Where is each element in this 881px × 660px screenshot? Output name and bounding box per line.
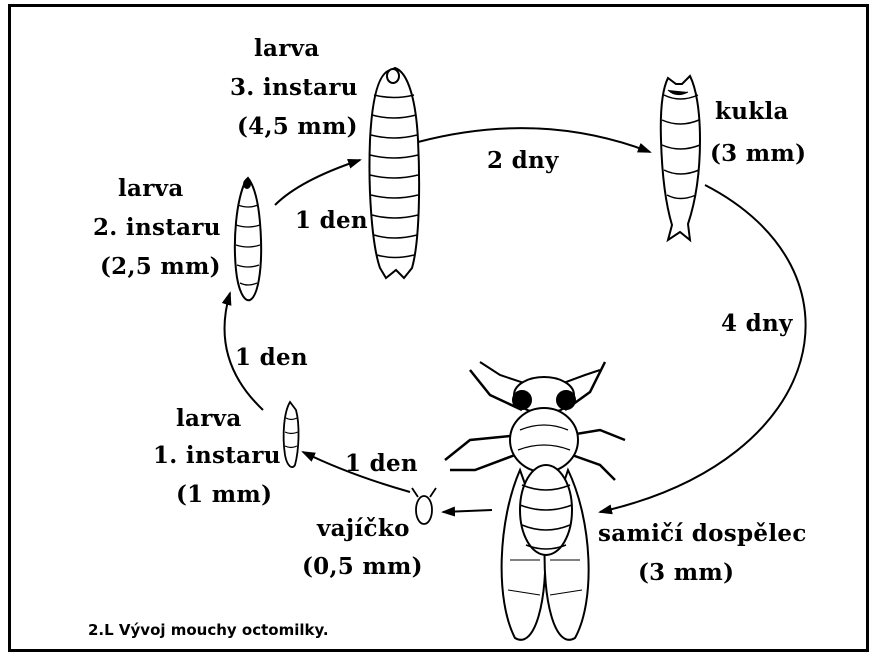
label-larva-2-line2: 2. instaru — [93, 214, 221, 241]
label-egg-line2: (0,5 mm) — [302, 553, 423, 580]
label-larva-1-line2: 1. instaru — [153, 442, 281, 469]
larva-1-illustration — [284, 402, 299, 467]
label-larva-2: larva 2. instaru (2,5 mm) — [93, 175, 221, 280]
label-larva-3-line1: larva — [254, 35, 320, 62]
label-pupa-line1: kukla — [715, 98, 789, 125]
label-pupa-line2: (3 mm) — [710, 140, 806, 167]
label-larva-1: larva 1. instaru (1 mm) — [153, 405, 281, 508]
label-egg: vajíčko (0,5 mm) — [302, 515, 423, 580]
pupa-illustration — [661, 76, 700, 240]
adult-fly-illustration — [445, 362, 625, 640]
label-larva-1-line1: larva — [176, 405, 242, 432]
label-pupa: kukla (3 mm) — [710, 98, 806, 167]
egg-illustration — [412, 488, 436, 524]
label-adult-line2: (3 mm) — [638, 559, 734, 586]
duration-pupa-to-adult: 4 dny — [721, 310, 793, 337]
label-adult: samičí dospělec (3 mm) — [598, 520, 807, 586]
arrow-l2-to-l3 — [275, 160, 360, 205]
arrow-pupa-to-adult — [600, 185, 806, 512]
figure-caption: 2.L Vývoj mouchy octomilky. — [88, 621, 329, 639]
duration-l1-to-l2: 1 den — [235, 344, 308, 371]
label-egg-line1: vajíčko — [316, 515, 410, 542]
larva-2-illustration — [235, 178, 261, 300]
duration-egg-to-l1: 1 den — [345, 450, 418, 477]
arrow-adult-to-egg — [443, 510, 492, 512]
label-larva-3-line3: (4,5 mm) — [237, 113, 358, 140]
duration-l2-to-l3: 1 den — [295, 207, 368, 234]
label-larva-2-line3: (2,5 mm) — [100, 253, 221, 280]
label-larva-1-line3: (1 mm) — [176, 481, 272, 508]
label-larva-2-line1: larva — [118, 175, 184, 202]
label-larva-3-line2: 3. instaru — [230, 74, 358, 101]
label-adult-line1: samičí dospělec — [598, 520, 807, 547]
larva-3-illustration — [369, 68, 419, 278]
duration-l3-to-pupa: 2 dny — [487, 147, 559, 174]
label-larva-3: larva 3. instaru (4,5 mm) — [230, 35, 358, 140]
